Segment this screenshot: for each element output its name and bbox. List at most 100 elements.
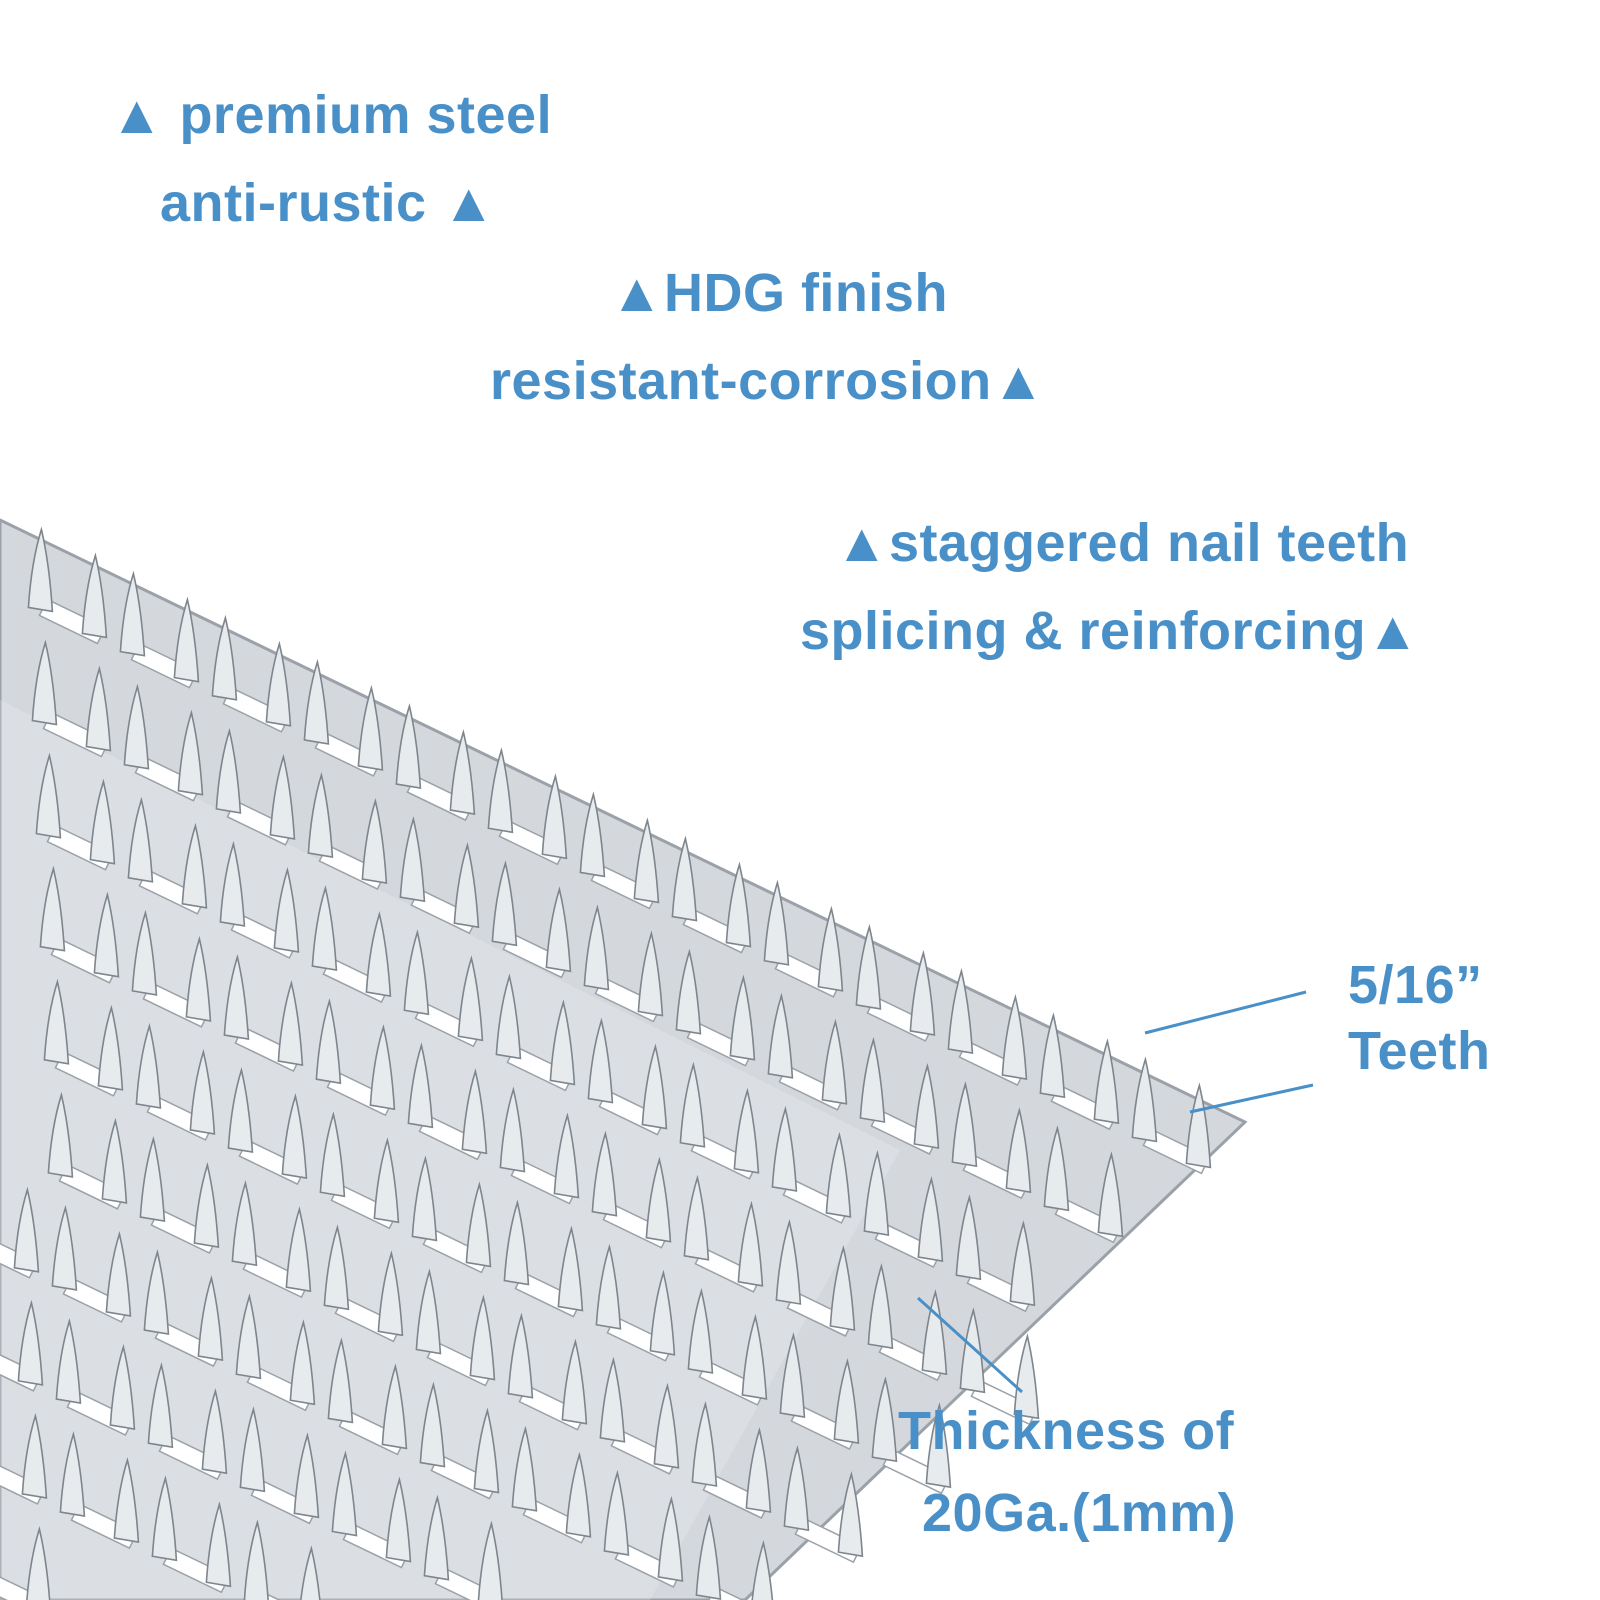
nail-tooth	[821, 1018, 848, 1105]
nail-tooth	[871, 1376, 898, 1463]
nail-tooth	[93, 891, 120, 978]
nail-tooth	[21, 1412, 48, 1499]
nail-tooth	[51, 1204, 78, 1291]
nail-tooth	[1005, 1107, 1032, 1194]
nail-tooth	[219, 840, 246, 927]
nail-tooth	[955, 1194, 982, 1281]
nail-tooth	[211, 614, 238, 701]
nail-tooth	[311, 885, 338, 972]
nail-tooth	[779, 1332, 806, 1419]
nail-tooth	[315, 998, 342, 1085]
nail-tooth	[55, 1317, 82, 1404]
nail-tooth	[385, 1476, 412, 1563]
nail-tooth	[859, 1036, 886, 1123]
nail-tooth	[825, 1131, 852, 1218]
nail-tooth	[357, 684, 384, 771]
nail-tooth	[1185, 1082, 1212, 1169]
nail-tooth	[31, 639, 58, 726]
nail-tooth	[1039, 1012, 1066, 1099]
nail-tooth	[365, 911, 392, 998]
nail-tooth	[465, 1181, 492, 1268]
nail-tooth	[273, 866, 300, 953]
nail-tooth	[595, 1243, 622, 1330]
nail-tooth	[687, 1287, 714, 1374]
nail-tooth	[565, 1451, 592, 1538]
nail-tooth	[223, 953, 250, 1040]
nail-tooth	[783, 1445, 810, 1532]
nail-tooth	[1131, 1056, 1158, 1143]
nail-tooth	[205, 1501, 232, 1588]
nail-tooth	[587, 1017, 614, 1104]
nail-tooth	[725, 861, 752, 948]
nail-tooth	[177, 709, 204, 796]
nail-tooth	[81, 552, 108, 639]
nail-tooth	[925, 1402, 952, 1489]
nail-tooth	[469, 1294, 496, 1381]
nail-tooth	[189, 1048, 216, 1135]
nail-tooth	[231, 1180, 258, 1267]
nail-tooth	[863, 1150, 890, 1237]
nail-tooth	[423, 1494, 450, 1581]
nail-tooth	[239, 1406, 266, 1493]
nail-tooth	[855, 923, 882, 1010]
nail-tooth	[193, 1161, 220, 1248]
nail-tooth	[1009, 1220, 1036, 1307]
nail-tooth	[151, 1475, 178, 1562]
nail-tooth	[373, 1137, 400, 1224]
nail-tooth	[1001, 994, 1028, 1081]
nail-tooth	[637, 930, 664, 1017]
nail-tooth	[545, 886, 572, 973]
nail-tooth	[17, 1299, 44, 1386]
nail-tooth	[599, 1356, 626, 1443]
nail-tooth	[473, 1407, 500, 1494]
nail-tooth	[951, 1081, 978, 1168]
nail-tooth	[227, 1067, 254, 1154]
nail-tooth	[553, 1112, 580, 1199]
nail-tooth	[837, 1471, 864, 1558]
nail-tooth	[829, 1244, 856, 1331]
nail-tooth	[833, 1358, 860, 1445]
nail-tooth	[591, 1130, 618, 1217]
nail-tooth	[579, 791, 606, 878]
feature-staggered-teeth: ▲staggered nail teeth	[835, 513, 1410, 573]
nail-tooth	[653, 1382, 680, 1469]
nail-tooth	[39, 865, 66, 952]
nail-tooth	[775, 1218, 802, 1305]
nail-tooth	[197, 1275, 224, 1362]
nail-tooth	[495, 973, 522, 1060]
nail-tooth	[243, 1519, 269, 1600]
nail-tooth	[909, 949, 936, 1036]
nail-tooth	[947, 968, 974, 1055]
nail-tooth	[105, 1230, 132, 1317]
nail-tooth	[1043, 1125, 1070, 1212]
nail-tooth	[143, 1249, 170, 1336]
nail-tooth	[1013, 1333, 1040, 1420]
nail-tooth	[771, 1105, 798, 1192]
nail-tooth	[113, 1457, 140, 1544]
nail-tooth	[817, 905, 844, 992]
nail-tooth	[281, 1093, 308, 1180]
nail-tooth	[737, 1200, 764, 1287]
nail-tooth	[89, 778, 116, 865]
nail-tooth	[691, 1400, 718, 1487]
nail-tooth	[323, 1224, 350, 1311]
nail-tooth	[511, 1425, 538, 1512]
nail-tooth	[415, 1268, 442, 1355]
nail-tooth	[185, 935, 212, 1022]
nail-tooth	[767, 992, 794, 1079]
nail-tooth	[449, 729, 476, 816]
nail-tooth	[503, 1199, 530, 1286]
nail-tooth	[1093, 1038, 1120, 1125]
nail-tooth	[419, 1381, 446, 1468]
nail-tooth	[921, 1289, 948, 1376]
nail-tooth	[763, 879, 790, 966]
nail-tooth	[657, 1495, 684, 1582]
callout-thickness-label: Thickness of	[898, 1401, 1235, 1461]
nail-tooth	[557, 1225, 584, 1312]
callout-thickness-value: 20Ga.(1mm)	[922, 1483, 1237, 1543]
nail-tooth	[561, 1338, 588, 1425]
thickness-callout-line	[916, 1296, 1024, 1394]
nail-tooth	[507, 1312, 534, 1399]
nail-tooth	[541, 773, 568, 860]
